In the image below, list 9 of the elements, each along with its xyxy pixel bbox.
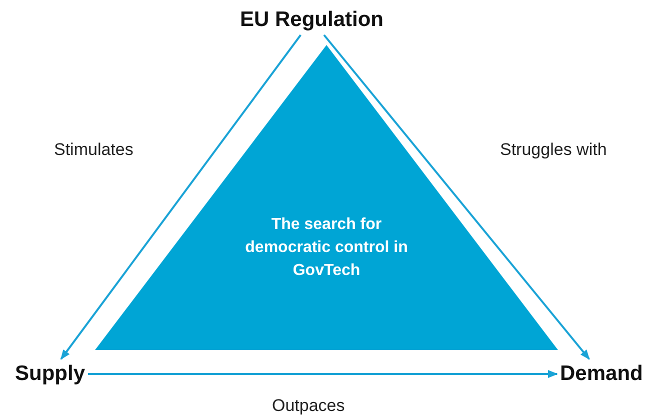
arrow	[323, 34, 590, 360]
arrow	[60, 34, 302, 360]
center-text: The search for democratic control in GovTech	[244, 215, 409, 281]
corner-label: Supply	[15, 362, 86, 386]
edge-label: Struggles with	[498, 140, 609, 160]
corner-label: EU Regulation	[240, 8, 384, 32]
edge-label: Outpaces	[270, 396, 347, 416]
arrow	[88, 370, 558, 378]
corner-label: Demand	[560, 362, 643, 386]
